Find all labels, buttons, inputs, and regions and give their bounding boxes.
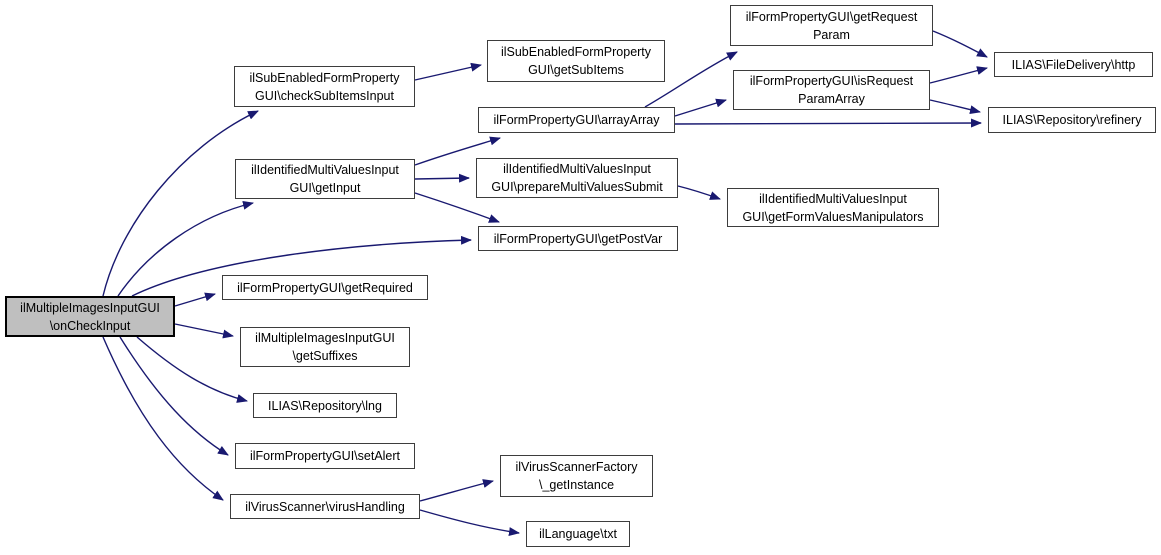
node-label-line: ilFormPropertyGUI\arrayArray (493, 113, 660, 127)
edge-on-check-input-to-get-post-var (131, 235, 472, 297)
node-label-line: ilIdentifiedMultiValuesInput (251, 163, 399, 177)
node-label-line: GUI\getSubItems (528, 63, 624, 77)
node-label-line: ilVirusScannerFactory (515, 460, 638, 474)
node-label-line: GUI\checkSubItemsInput (255, 88, 394, 103)
node-get-required[interactable]: ilFormPropertyGUI\getRequired (222, 275, 428, 300)
edge-on-check-input-to-get-input (117, 200, 254, 297)
node-label-line: ilMultipleImagesInputGUI (20, 300, 160, 315)
node-virus-handling[interactable]: ilVirusScanner\virusHandling (230, 494, 420, 519)
node-label-line: ilFormPropertyGUI\setAlert (249, 449, 401, 463)
node-http[interactable]: ILIAS\FileDelivery\http (994, 52, 1153, 77)
node-label-line: ilLanguage\txt (539, 527, 617, 541)
edge-virus-handling-to-txt (419, 509, 520, 536)
edge-on-check-input-to-check-sub-items-input (102, 110, 259, 297)
node-label-line: \getSuffixes (292, 349, 358, 363)
node-label-line: ilVirusScanner\virusHandling (245, 499, 405, 514)
node-label-line: ILIAS\FileDelivery\http (1011, 57, 1136, 72)
node-label-line: ilIdentifiedMultiValuesInput (503, 162, 651, 176)
node-get-post-var[interactable]: ilFormPropertyGUI\getPostVar (478, 226, 678, 251)
node-label-line: ilSubEnabledFormProperty (500, 45, 652, 59)
node-label-line: ILIAS\Repository\lng (268, 398, 382, 413)
edge-on-check-input-to-lng (136, 336, 248, 403)
node-label-line: ilMultipleImagesInputGUI (255, 331, 395, 345)
edge-get-request-param-to-http (932, 30, 988, 58)
edge-is-request-param-array-to-refinery (929, 99, 981, 115)
edge-array-array-to-is-request-param-array (674, 98, 727, 117)
edge-group (102, 30, 988, 536)
node-refinery[interactable]: ILIAS\Repository\refinery (988, 107, 1156, 133)
edge-on-check-input-to-get-suffixes (174, 323, 234, 339)
node-label-line: Param (813, 27, 850, 42)
node-set-alert[interactable]: ilFormPropertyGUI\setAlert (235, 443, 415, 469)
node-txt[interactable]: ilLanguage\txt (526, 521, 630, 547)
node-lng[interactable]: ILIAS\Repository\lng (253, 393, 397, 418)
edge-get-input-to-get-post-var (414, 192, 500, 223)
node-label-line: ILIAS\Repository\refinery (1002, 113, 1142, 127)
node-get-suffixes[interactable]: ilMultipleImagesInputGUI \getSuffixes (240, 327, 410, 367)
node-label-line: \_getInstance (538, 478, 615, 492)
node-label-line: ilFormPropertyGUI\isRequest (749, 74, 914, 88)
node-on-check-input: ilMultipleImagesInputGUI \onCheckInput (5, 296, 175, 337)
node-label-line: GUI\getInput (289, 181, 361, 195)
node-label-line: ilFormPropertyGUI\getRequest (745, 9, 918, 24)
node-label-line: ilFormPropertyGUI\getPostVar (493, 231, 663, 246)
edge-array-array-to-refinery (674, 118, 982, 128)
edge-get-input-to-array-array (414, 136, 501, 166)
edge-virus-handling-to-get-instance (419, 479, 494, 502)
edge-on-check-input-to-get-required (174, 292, 216, 307)
edge-on-check-input-to-virus-handling (102, 336, 224, 501)
edge-array-array-to-get-request-param (644, 51, 738, 108)
edge-on-check-input-to-set-alert (119, 336, 229, 456)
node-label-line: \onCheckInput (49, 318, 131, 333)
node-array-array[interactable]: ilFormPropertyGUI\arrayArray (478, 107, 675, 133)
node-label-line: ilFormPropertyGUI\getRequired (237, 280, 413, 295)
node-label-line: ParamArray (798, 92, 865, 106)
edge-check-sub-items-input-to-get-sub-items (414, 62, 482, 81)
node-label-line: GUI\prepareMultiValuesSubmit (491, 180, 663, 194)
node-label-line: GUI\getFormValuesManipulators (742, 209, 924, 224)
edge-is-request-param-array-to-http (929, 66, 988, 84)
node-label-line: ilIdentifiedMultiValuesInput (759, 191, 907, 206)
edge-get-input-to-prepare-multi-values-submit (414, 173, 470, 183)
edge-prepare-multi-values-submit-to-get-form-values-manipulators (677, 185, 721, 200)
node-get-instance[interactable]: ilVirusScannerFactory \_getInstance (500, 455, 653, 497)
node-label-line: ilSubEnabledFormProperty (249, 70, 400, 85)
